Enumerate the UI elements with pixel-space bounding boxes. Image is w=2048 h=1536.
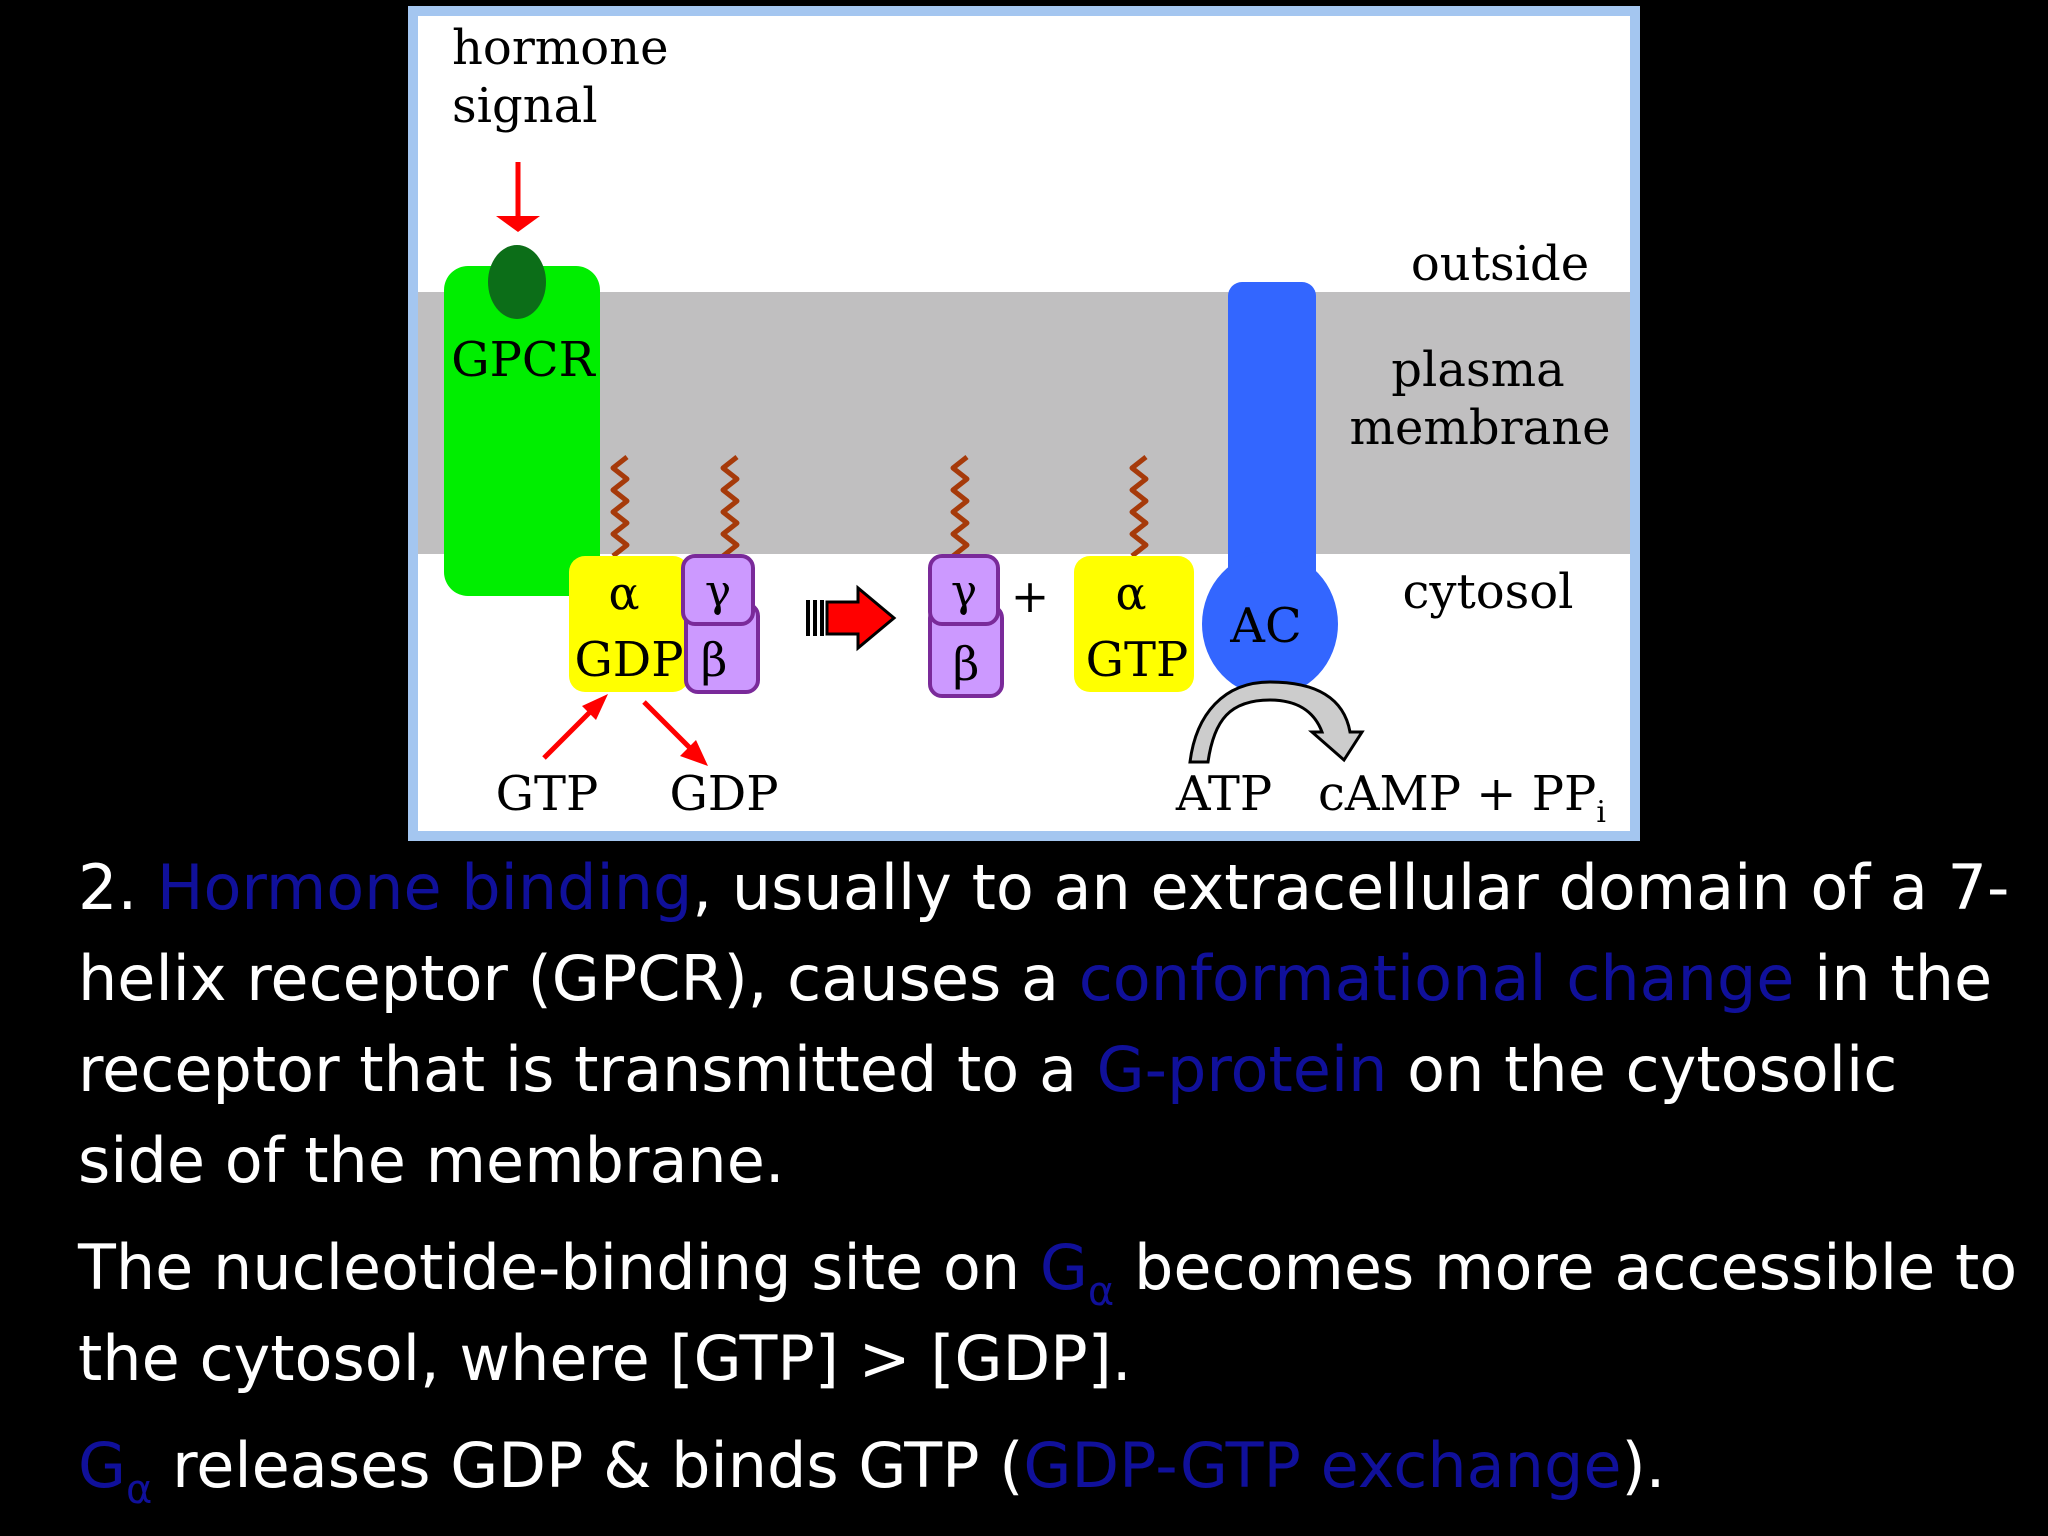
label-cytosol: cytosol bbox=[1402, 564, 1573, 620]
label-atp: ATP bbox=[1175, 766, 1272, 822]
gdp-out-arrowhead bbox=[680, 740, 708, 766]
hormone-arrowhead bbox=[496, 216, 540, 232]
hormone-ligand bbox=[488, 245, 546, 319]
label-hormone-line2: signal bbox=[452, 78, 598, 134]
caption-paragraph-3: Gα releases GDP & binds GTP (GDP-GTP exc… bbox=[78, 1420, 2028, 1511]
label-products: cAMP + PPi bbox=[1318, 766, 1606, 830]
g-beta-right-label: β bbox=[953, 637, 980, 691]
caption-paragraph-1: 2. Hormone binding, usually to an extrac… bbox=[78, 842, 2028, 1206]
step-number: 2. bbox=[78, 851, 157, 924]
g-alpha-subscript: α bbox=[1087, 1269, 1115, 1315]
label-outside: outside bbox=[1411, 236, 1589, 292]
g-alpha-letter: G bbox=[1039, 1231, 1088, 1304]
g-gamma-right bbox=[928, 554, 1000, 626]
plus-sign: + bbox=[1011, 569, 1050, 623]
caption-text: 2. Hormone binding, usually to an extrac… bbox=[78, 842, 2028, 1511]
lipid-anchor-alpha-right bbox=[1129, 455, 1149, 558]
highlight-g-alpha-2: Gα bbox=[78, 1429, 152, 1510]
adenylate-cyclase-stalk bbox=[1228, 282, 1316, 612]
caption-p1-text-3: on the cytosolic side of the membrane. bbox=[78, 1033, 1898, 1197]
g-alpha-right-gtp: GTP bbox=[1086, 632, 1189, 688]
label-released-gdp: GDP bbox=[669, 766, 778, 822]
g-gamma-right-label: γ bbox=[951, 566, 977, 617]
caption-p3-text-1: releases GDP & binds GTP ( bbox=[152, 1429, 1024, 1502]
g-gamma-left bbox=[681, 554, 755, 626]
gpcr-signaling-diagram: outside plasma membrane cytosol hormone … bbox=[418, 20, 1630, 830]
gtp-in-arrowhead bbox=[582, 694, 608, 720]
caption-p3-text-2: ). bbox=[1621, 1429, 1666, 1502]
reaction-arrow bbox=[1188, 680, 1365, 764]
g-alpha-right bbox=[1074, 556, 1194, 692]
highlight-g-alpha: Gα bbox=[1039, 1231, 1114, 1312]
caption-paragraph-2: The nucleotide-binding site on Gα become… bbox=[78, 1222, 2028, 1404]
gpcr-receptor bbox=[444, 266, 600, 596]
highlight-g-protein: G-protein bbox=[1096, 1033, 1388, 1106]
caption-p2-text-2: becomes more accessible to the cytosol, … bbox=[78, 1231, 2018, 1395]
g-alpha-left-label: α bbox=[608, 566, 639, 620]
label-membrane-line1: plasma bbox=[1391, 342, 1564, 398]
adenylate-cyclase-domain bbox=[1202, 552, 1338, 696]
gdp-out-arrow bbox=[642, 700, 698, 756]
caption-p2-text-1: The nucleotide-binding site on bbox=[78, 1231, 1040, 1304]
lipid-anchor-gamma-left bbox=[720, 455, 740, 558]
highlight-hormone-binding: Hormone binding bbox=[156, 851, 693, 924]
transition-arrow bbox=[806, 584, 897, 652]
caption-p1-text-2: in the receptor that is transmitted to a bbox=[78, 942, 1993, 1106]
g-alpha-right-label: α bbox=[1115, 566, 1146, 620]
lipid-anchor-gamma-right bbox=[950, 455, 970, 558]
products-subscript: i bbox=[1596, 795, 1606, 830]
products-text: cAMP + PP bbox=[1318, 766, 1596, 822]
g-gamma-left-label: γ bbox=[705, 566, 731, 617]
highlight-conformational-change: conformational change bbox=[1078, 942, 1795, 1015]
caption-p1-text-1: , usually to an extracellular domain of … bbox=[78, 851, 2010, 1015]
lipid-anchor-alpha-left bbox=[610, 455, 630, 558]
label-hormone-line1: hormone bbox=[452, 20, 669, 76]
g-beta-left-label: β bbox=[701, 633, 728, 687]
highlight-gdp-gtp-exchange: GDP-GTP exchange bbox=[1023, 1429, 1622, 1502]
label-membrane-line2: membrane bbox=[1349, 400, 1610, 456]
diagram-panel: outside plasma membrane cytosol hormone … bbox=[408, 6, 1640, 841]
g-alpha-letter-2: G bbox=[78, 1429, 127, 1502]
label-gpcr: GPCR bbox=[451, 332, 596, 388]
g-alpha-left bbox=[569, 556, 689, 692]
plasma-membrane-band bbox=[418, 292, 1630, 554]
label-incoming-gtp: GTP bbox=[496, 766, 599, 822]
g-alpha-subscript-2: α bbox=[126, 1467, 153, 1513]
g-alpha-left-gdp: GDP bbox=[574, 632, 683, 688]
label-ac: AC bbox=[1229, 598, 1301, 654]
